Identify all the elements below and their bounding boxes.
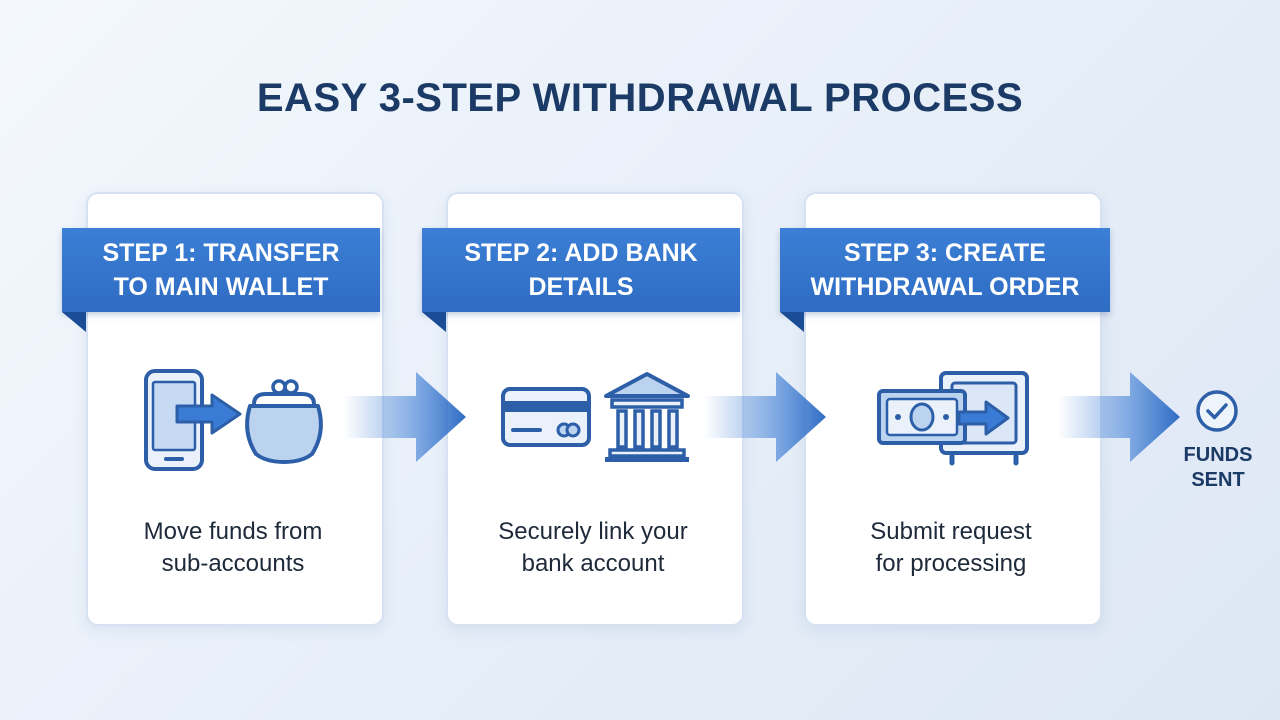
step-2-description: Securely link your bank account: [446, 516, 740, 580]
checkmark-circle-icon: [1196, 390, 1238, 432]
step-1-header-line2: TO MAIN WALLET: [113, 273, 329, 301]
step-3-desc-line2: for processing: [875, 550, 1027, 577]
cash-bill-icon: [877, 389, 967, 445]
step-2-desc-line1: Securely link your: [498, 518, 688, 545]
arrow-right-icon: [175, 393, 242, 435]
flow-arrow-1: [344, 372, 466, 462]
step-1-header: STEP 1: TRANSFER TO MAIN WALLET: [62, 228, 380, 312]
step-1-header-line1: STEP 1: TRANSFER: [102, 239, 340, 267]
credit-card-icon: [501, 387, 591, 447]
funds-sent-line1: FUNDS: [1183, 444, 1253, 466]
step-3-desc-line1: Submit request: [870, 518, 1032, 545]
step-2-header: STEP 2: ADD BANK DETAILS: [422, 228, 740, 312]
step-2-desc-line2: bank account: [521, 550, 665, 577]
step-1-banner-fold: [62, 312, 86, 332]
arrow-right-icon: [957, 400, 1010, 436]
step-3-header-line1: STEP 3: CREATE: [844, 239, 1046, 267]
step-1-desc-line1: Move funds from: [143, 518, 323, 545]
wallet-purse-icon: [245, 379, 323, 464]
step-2-banner-fold: [422, 312, 446, 332]
smartphone-icon: [144, 369, 204, 471]
bank-building-icon: [604, 372, 690, 462]
funds-sent-line2: SENT: [1191, 469, 1245, 491]
step-3-header-line2: WITHDRAWAL ORDER: [810, 273, 1080, 301]
step-3-header: STEP 3: CREATE WITHDRAWAL ORDER: [780, 228, 1110, 312]
flow-arrow-3: [1058, 372, 1180, 462]
step-1-desc-line2: sub-accounts: [161, 550, 305, 577]
step-2-header-line2: DETAILS: [528, 273, 634, 301]
step-2-header-line1: STEP 2: ADD BANK: [464, 239, 698, 267]
funds-sent-label: FUNDS SENT: [1166, 443, 1270, 493]
diagram-title: EASY 3-STEP WITHDRAWAL PROCESS: [256, 76, 1024, 120]
step-3-description: Submit request for processing: [804, 516, 1098, 580]
flow-arrow-2: [704, 372, 826, 462]
step-3-banner-fold: [780, 312, 804, 332]
step-1-description: Move funds from sub-accounts: [86, 516, 380, 580]
